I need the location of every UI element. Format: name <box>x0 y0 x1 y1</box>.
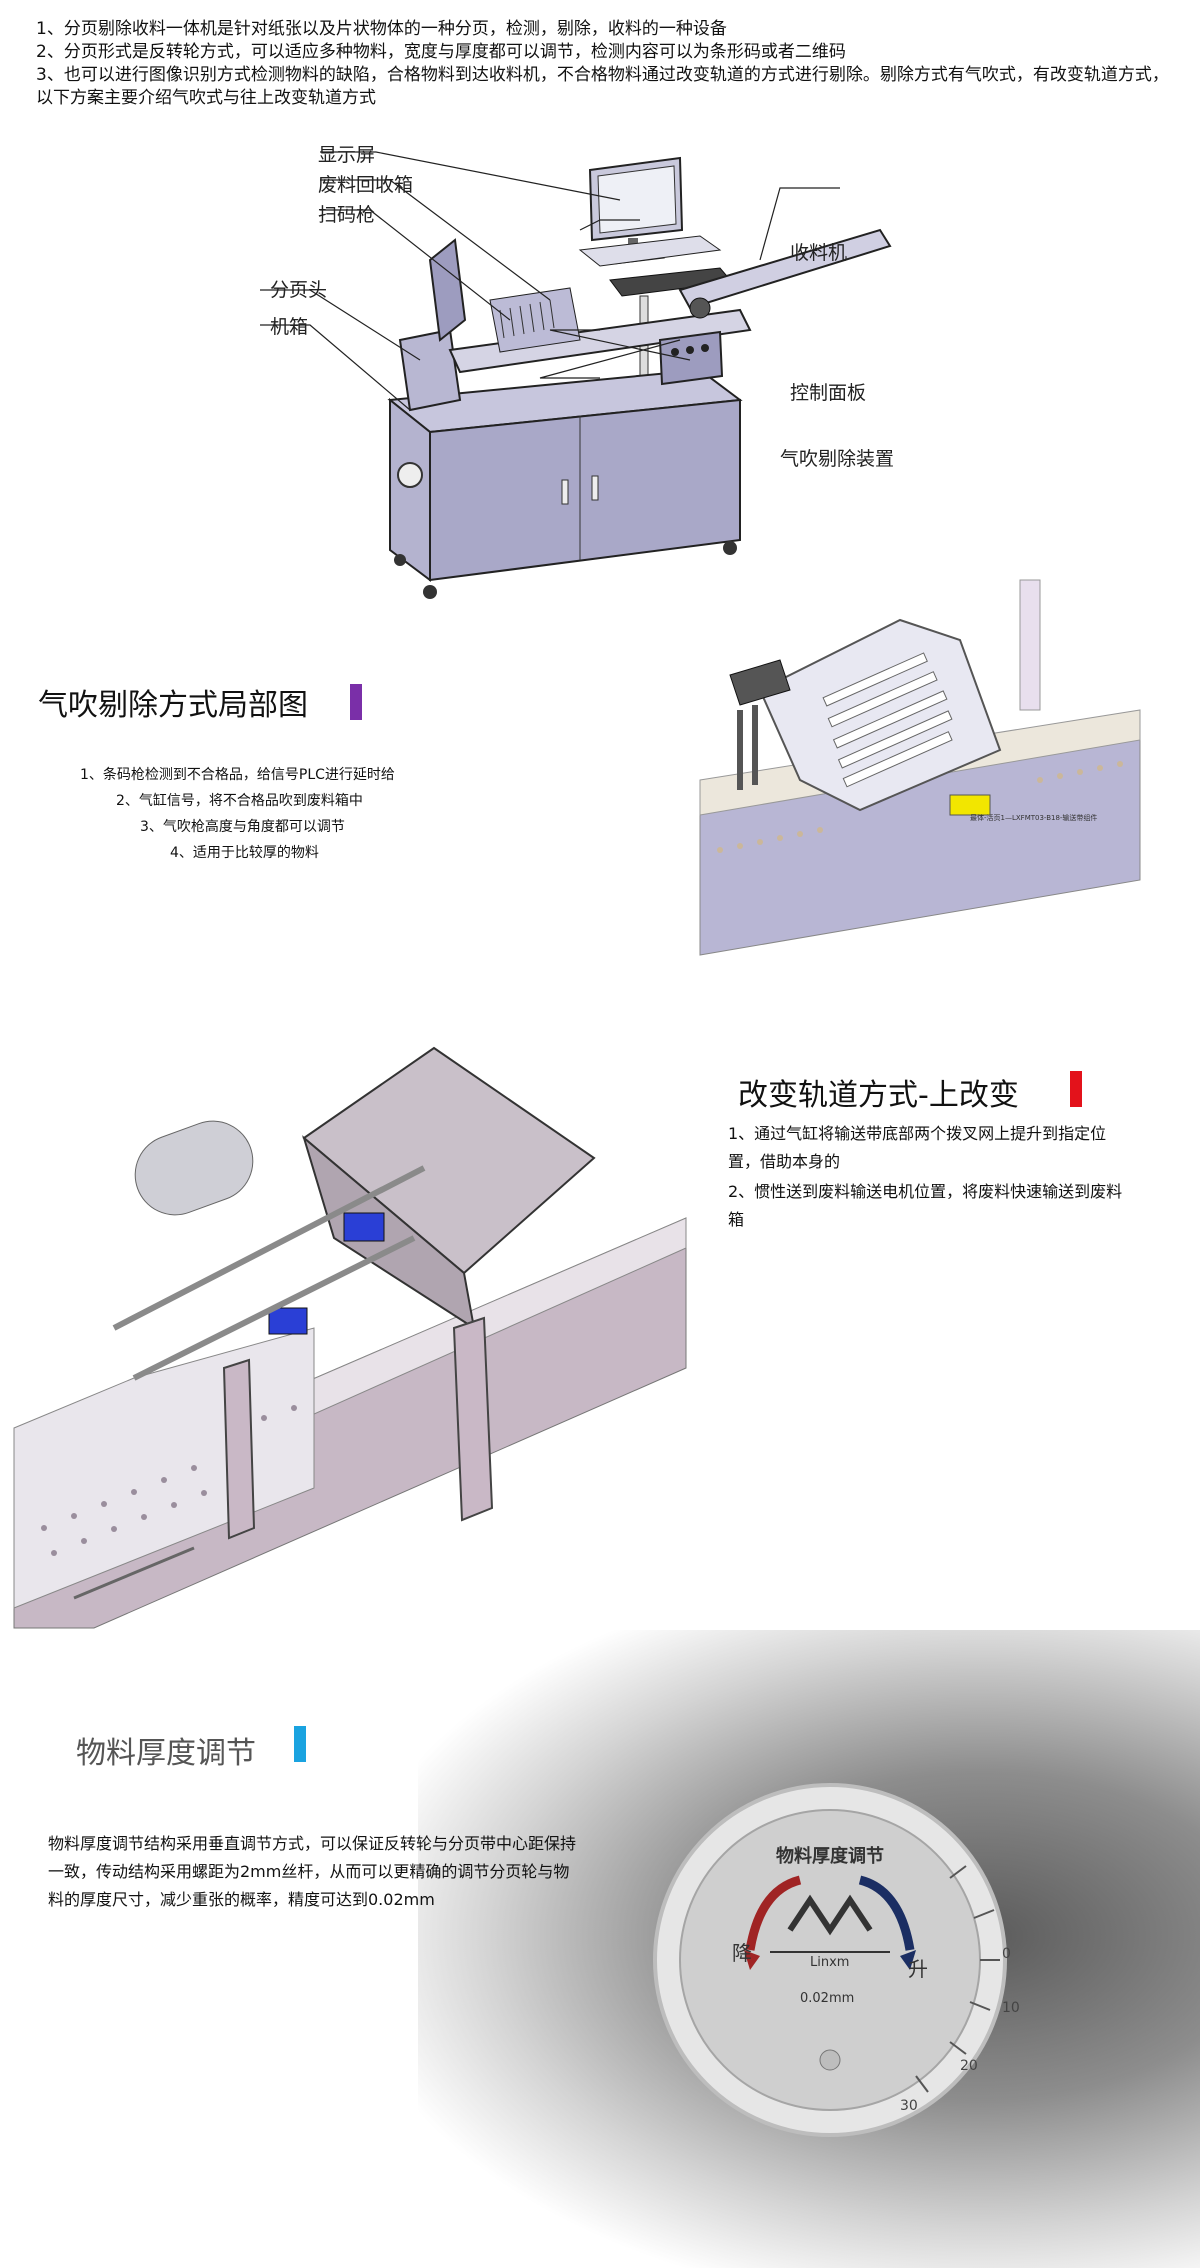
track-item-1: 1、通过气缸将输送带底部两个拨叉网上提升到指定位置，借助本身的 <box>728 1124 1107 1171</box>
track-section-title-bar <box>1070 1071 1082 1107</box>
dial-precision: 0.02mm <box>800 1991 854 2006</box>
label-air-device: 气吹剔除装置 <box>780 448 895 470</box>
intro-line-1: 1、分页剔除收料一体机是针对纸张以及片状物体的一种分页，检测，剔除，收料的一种设… <box>36 19 727 39</box>
air-section-title-bar <box>350 684 362 720</box>
dial-brand: Linxm <box>810 1955 849 1970</box>
cabinet-drawing <box>387 368 743 599</box>
scale-mark-20: 20 <box>960 2058 978 2074</box>
label-cabinet: 机箱 <box>270 316 309 338</box>
intro-line-2: 2、分页形式是反转轮方式，可以适应多种物料，宽度与厚度都可以调节，检测内容可以为… <box>36 42 846 62</box>
thickness-section-title-bar <box>294 1726 306 1762</box>
air-item-2: 2、气缸信号，将不合格品吹到废料箱中 <box>116 793 363 809</box>
machine-overview-figure <box>260 151 892 599</box>
thickness-section-title: 物料厚度调节 <box>76 1736 256 1771</box>
leader-lines <box>260 151 840 411</box>
air-item-1: 1、条码枪检测到不合格品，给信号PLC进行延时给 <box>80 767 395 783</box>
thickness-dial: 10 20 30 0 物料厚度调节 Linxm 降 升 0.02mm <box>653 1783 1020 2137</box>
thickness-paragraph: 物料厚度调节结构采用垂直调节方式，可以保证反转轮与分页带中心距保持一致，传动结构… <box>48 1834 577 1909</box>
scale-mark-30: 30 <box>900 2098 918 2114</box>
label-collector: 收料机 <box>790 242 848 264</box>
label-waste-box: 废料回收箱 <box>318 174 414 196</box>
dial-right-label: 升 <box>908 1957 928 1981</box>
intro-line-3: 3、也可以进行图像识别方式检测物料的缺陷，合格物料到达收料机，不合格物料通过改变… <box>36 65 1169 108</box>
label-feeder-head: 分页头 <box>270 279 328 301</box>
air-item-4: 4、适用于比较厚的物料 <box>170 845 319 861</box>
label-control-panel: 控制面板 <box>790 382 867 404</box>
intro-text: 1、分页剔除收料一体机是针对纸张以及片状物体的一种分页，检测，剔除，收料的一种设… <box>36 18 1176 110</box>
scale-mark-10: 10 <box>1002 2000 1020 2016</box>
label-scanner: 扫码枪 <box>318 204 376 226</box>
air-figure-tag: 最体-活页1—LXFMT03-B18-输送带组件 <box>970 813 1097 822</box>
air-section-title: 气吹剔除方式局部图 <box>38 688 308 723</box>
dial-left-label: 降 <box>732 1941 752 1965</box>
air-detail-figure: 最体-活页1—LXFMT03-B18-输送带组件 <box>699 579 1141 956</box>
track-item-2: 2、惯性送到废料输送电机位置，将废料快速输送到废料箱 <box>728 1182 1123 1229</box>
dial-top-text: 物料厚度调节 <box>776 1845 884 1867</box>
air-item-3: 3、气吹枪高度与角度都可以调节 <box>140 819 345 835</box>
track-change-figure <box>13 1046 687 1629</box>
label-display: 显示屏 <box>318 144 376 166</box>
scale-mark-0: 0 <box>1002 1946 1011 1962</box>
track-section-title: 改变轨道方式-上改变 <box>738 1078 1019 1113</box>
